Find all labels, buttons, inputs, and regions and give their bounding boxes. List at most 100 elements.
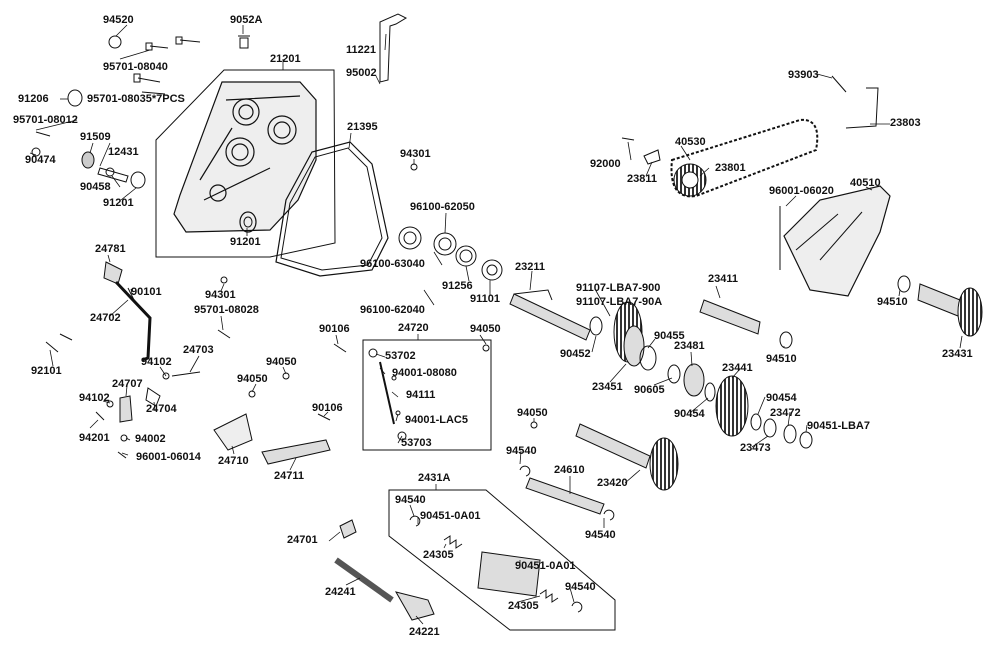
ring-90605-part	[667, 364, 681, 384]
link-24704-part	[145, 387, 161, 407]
dowel-94301b-part	[220, 276, 228, 284]
part-label-2431a: 2431A	[418, 472, 451, 484]
bolt-92000-part	[621, 137, 635, 141]
part-label-94510b: 94510	[877, 296, 908, 308]
part-label-11221: 11221	[346, 44, 376, 56]
lever-24702-part	[114, 280, 152, 362]
part-label-96100_63040: 96100-63040	[360, 258, 425, 270]
plate-23811-part	[643, 149, 661, 165]
part-label-24610: 24610	[554, 464, 585, 476]
bearing-96100-62040-part	[481, 259, 503, 281]
part-label-91101: 91101	[470, 293, 500, 305]
pin-24703-part	[171, 371, 201, 377]
part-label-91107_lba7_900: 91107-LBA7-900	[576, 282, 661, 294]
gear-23481-part	[683, 363, 705, 397]
part-label-24704: 24704	[146, 403, 177, 415]
part-label-53702: 53702	[385, 350, 416, 362]
part-label-95701_08035: 95701-08035*7PCS	[87, 93, 185, 105]
part-label-94050a: 94050	[470, 323, 501, 335]
clip-94540a-part	[519, 465, 531, 477]
clip-94510a-part	[779, 331, 793, 349]
part-label-24241: 24241	[325, 586, 356, 598]
ring-23472-part	[783, 424, 797, 444]
part-label-21395: 21395	[347, 121, 378, 133]
bolt-90106a-part	[333, 343, 347, 353]
part-label-24703: 24703	[183, 344, 214, 356]
bolt-92101-part	[45, 333, 73, 353]
part-label-93903: 93903	[788, 69, 819, 81]
plate-24710-part	[213, 413, 253, 451]
leader-lines	[29, 24, 963, 625]
part-label-92101: 92101	[31, 365, 62, 377]
part-label-94520: 94520	[103, 14, 134, 26]
part-label-90451_lba7: 90451-LBA7	[807, 420, 870, 432]
part-label-24221: 24221	[409, 626, 440, 638]
part-label-90451_0a01a: 90451-0A01	[420, 510, 481, 522]
nut-94050c-part	[248, 390, 256, 398]
part-label-94002: 94002	[135, 433, 166, 445]
part-label-90474: 90474	[25, 154, 56, 166]
part-label-12431: 12431	[108, 146, 139, 158]
spring-24305a-part	[443, 535, 463, 549]
part-label-24305b: 24305	[508, 600, 539, 612]
ring-90458-part	[105, 167, 115, 177]
part-label-23411: 23411	[708, 273, 738, 285]
part-label-90455: 90455	[654, 330, 685, 342]
shaft-23420-part	[575, 423, 679, 491]
part-label-91201a: 91201	[103, 197, 134, 209]
part-label-94001_08080: 94001-08080	[392, 367, 457, 379]
part-label-90106a: 90106	[319, 323, 350, 335]
washer-90452-part	[589, 316, 603, 336]
washer-94102a-part	[162, 372, 170, 380]
nut-53703-part	[397, 431, 407, 441]
gear-23441-part	[715, 375, 749, 437]
part-label-24781: 24781	[95, 243, 126, 255]
clip-94510b-part	[897, 275, 911, 293]
part-label-94301a: 94301	[400, 148, 431, 160]
part-label-24701: 24701	[287, 534, 318, 546]
part-label-94540a: 94540	[506, 445, 537, 457]
part-label-95002: 95002	[346, 67, 377, 79]
part-label-90458: 90458	[80, 181, 111, 193]
part-label-94510a: 94510	[766, 353, 797, 365]
part-label-96001_06020: 96001-06020	[769, 185, 834, 197]
part-label-94102b: 94102	[79, 392, 110, 404]
part-label-94050b: 94050	[266, 356, 297, 368]
clip-94540b-part	[603, 509, 615, 521]
bearing-91509-part	[81, 151, 95, 169]
case-cover-group-outline	[155, 69, 336, 258]
bolt-90101-part	[127, 287, 135, 301]
gasket-part	[275, 141, 389, 277]
part-label-90451_0a01b: 90451-0A01	[515, 560, 576, 572]
lever-23803-part	[845, 87, 879, 129]
shaft-23211-part	[509, 289, 591, 341]
part-label-23481: 23481	[674, 340, 705, 352]
part-label-96100_62040: 96100-62040	[360, 304, 425, 316]
part-label-24702: 24702	[90, 312, 121, 324]
part-label-94050d: 94050	[517, 407, 548, 419]
bearing-96100-63040-part	[398, 226, 422, 250]
seal-91206-part	[67, 89, 83, 107]
seal-91201-part	[130, 171, 146, 189]
part-label-23431: 23431	[942, 348, 973, 360]
arm-24707-part	[119, 395, 133, 423]
part-label-23803: 23803	[890, 117, 921, 129]
washer-90454a-part	[704, 382, 716, 402]
hose-11221-part	[379, 13, 408, 83]
part-label-40530: 40530	[675, 136, 706, 148]
part-label-23211: 23211	[515, 261, 545, 273]
part-label-95701_08040: 95701-08040	[103, 61, 168, 73]
part-label-23473: 23473	[740, 442, 771, 454]
shaft-24610-part	[525, 477, 605, 515]
shift-drum-group-outline	[388, 489, 616, 631]
clip-94520-part	[108, 35, 122, 49]
chain-40530-part	[670, 118, 819, 198]
bolt-95701-08028-part	[217, 329, 231, 339]
part-label-96001_06014: 96001-06014	[136, 451, 201, 463]
bolt-96001-06014-part	[117, 451, 127, 459]
washer-94002-part	[120, 434, 128, 442]
pin-94201-part	[95, 411, 105, 421]
bolt-95701-08035-part	[133, 73, 166, 95]
